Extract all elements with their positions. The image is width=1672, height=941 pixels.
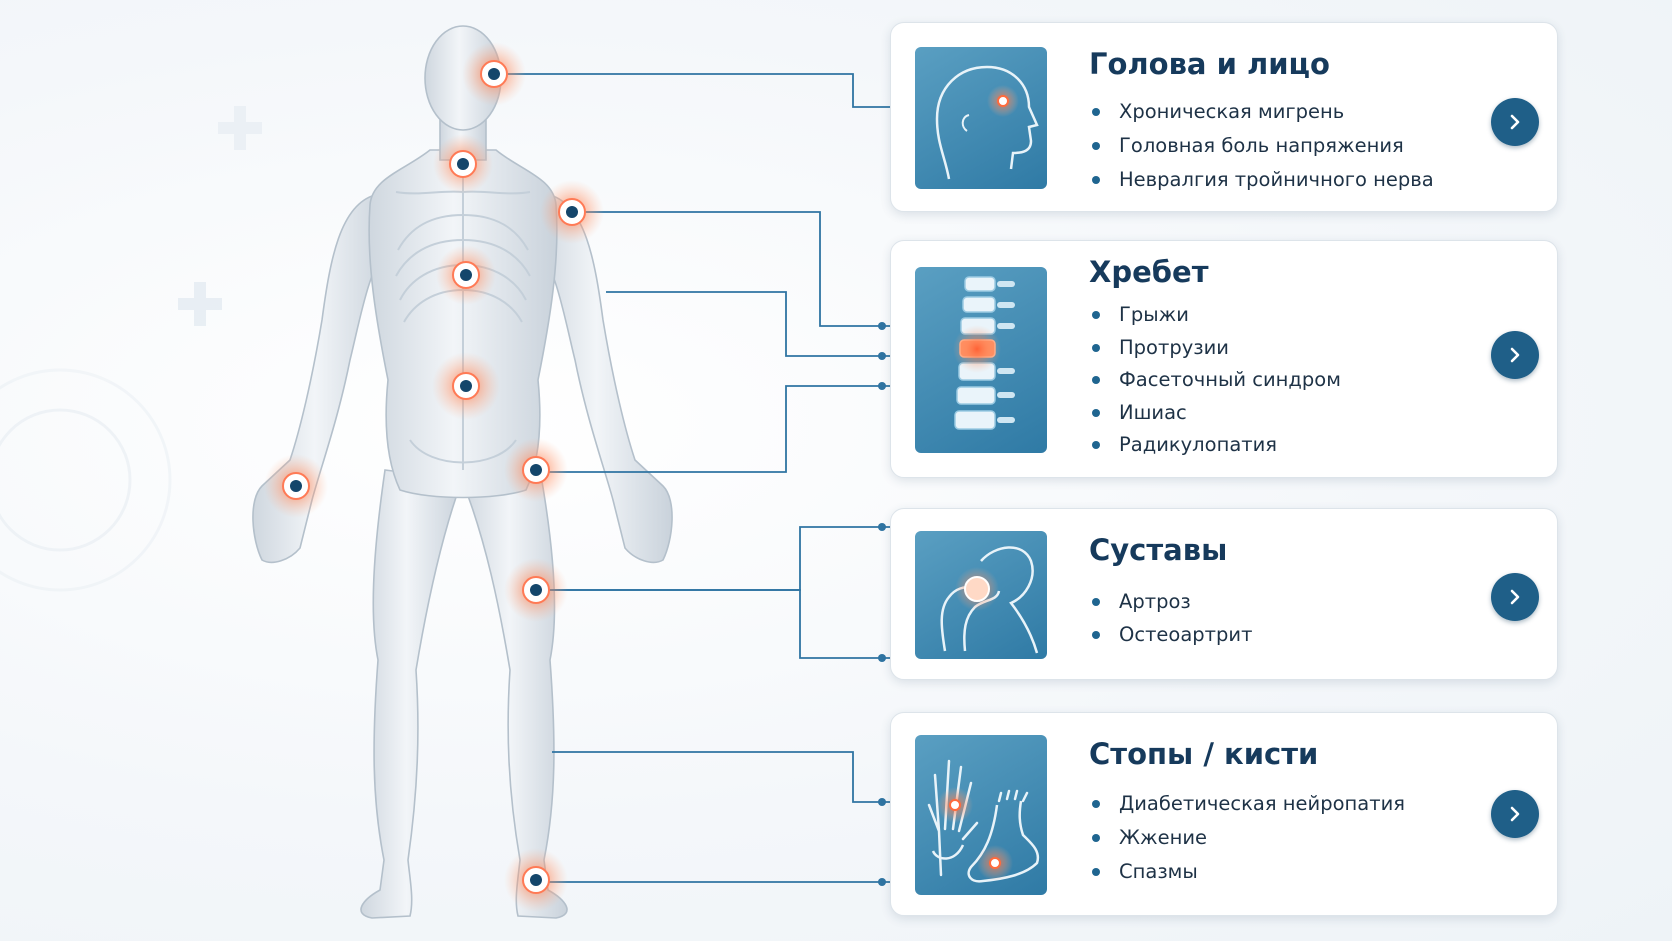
- joints-conditions-list: Артроз Остеоартрит: [1089, 585, 1252, 651]
- list-item: Спазмы: [1089, 855, 1405, 889]
- list-item: Диабетическая нейропатия: [1089, 787, 1405, 821]
- spine-icon: [915, 267, 1047, 453]
- joints-details-button[interactable]: [1491, 573, 1539, 621]
- list-item: Головная боль напряжения: [1089, 129, 1434, 163]
- card-title-joints: Суставы: [1089, 533, 1228, 567]
- list-item: Жжение: [1089, 821, 1405, 855]
- head-conditions-list: Хроническая мигрень Головная боль напряж…: [1089, 95, 1434, 197]
- pain-point-shoulder[interactable]: [540, 180, 604, 244]
- list-item: Грыжи: [1089, 299, 1341, 332]
- list-item: Ишиас: [1089, 397, 1341, 430]
- pain-point-lumbar-spine[interactable]: [432, 352, 500, 420]
- list-item: Протрузии: [1089, 332, 1341, 365]
- pain-point-head[interactable]: [462, 42, 526, 106]
- pain-point-wrist[interactable]: [264, 454, 328, 518]
- spine-conditions-list: Грыжи Протрузии Фасеточный синдром Ишиас…: [1089, 299, 1341, 462]
- list-item: Хроническая мигрень: [1089, 95, 1434, 129]
- feet-hands-conditions-list: Диабетическая нейропатия Жжение Спазмы: [1089, 787, 1405, 889]
- card-feet-hands: Стопы / кисти Диабетическая нейропатия Ж…: [890, 712, 1558, 916]
- feet-hands-details-button[interactable]: [1491, 790, 1539, 838]
- list-item: Невралгия тройничного нерва: [1089, 163, 1434, 197]
- pain-point-hip[interactable]: [504, 438, 568, 502]
- chevron-right-icon: [1510, 114, 1520, 130]
- hip-joint-icon: [915, 531, 1047, 659]
- list-item: Фасеточный синдром: [1089, 364, 1341, 397]
- card-title-spine: Хребет: [1089, 255, 1209, 289]
- card-title-head: Голова и лицо: [1089, 47, 1330, 81]
- spine-details-button[interactable]: [1491, 331, 1539, 379]
- card-head-face: Голова и лицо Хроническая мигрень Головн…: [890, 22, 1558, 212]
- hand-and-foot-icon: [915, 735, 1047, 895]
- chevron-right-icon: [1510, 806, 1520, 822]
- list-item: Остеоартрит: [1089, 618, 1252, 651]
- chevron-right-icon: [1510, 589, 1520, 605]
- background-decor: [0, 106, 262, 592]
- pain-point-neck[interactable]: [433, 134, 493, 194]
- list-item: Артроз: [1089, 585, 1252, 618]
- card-joints: Суставы Артроз Остеоартрит: [890, 508, 1558, 680]
- connector-lines: [494, 73, 890, 883]
- connector-endpoints: [878, 322, 886, 886]
- pain-point-thoracic-spine[interactable]: [436, 245, 496, 305]
- chevron-right-icon: [1510, 347, 1520, 363]
- pain-point-ankle[interactable]: [504, 848, 568, 912]
- card-title-feet-hands: Стопы / кисти: [1089, 737, 1319, 771]
- head-profile-icon: [915, 47, 1047, 189]
- list-item: Радикулопатия: [1089, 429, 1341, 462]
- head-details-button[interactable]: [1491, 98, 1539, 146]
- pain-point-knee[interactable]: [504, 558, 568, 622]
- card-spine: Хребет Грыжи Протрузии Фасеточный синдро…: [890, 240, 1558, 478]
